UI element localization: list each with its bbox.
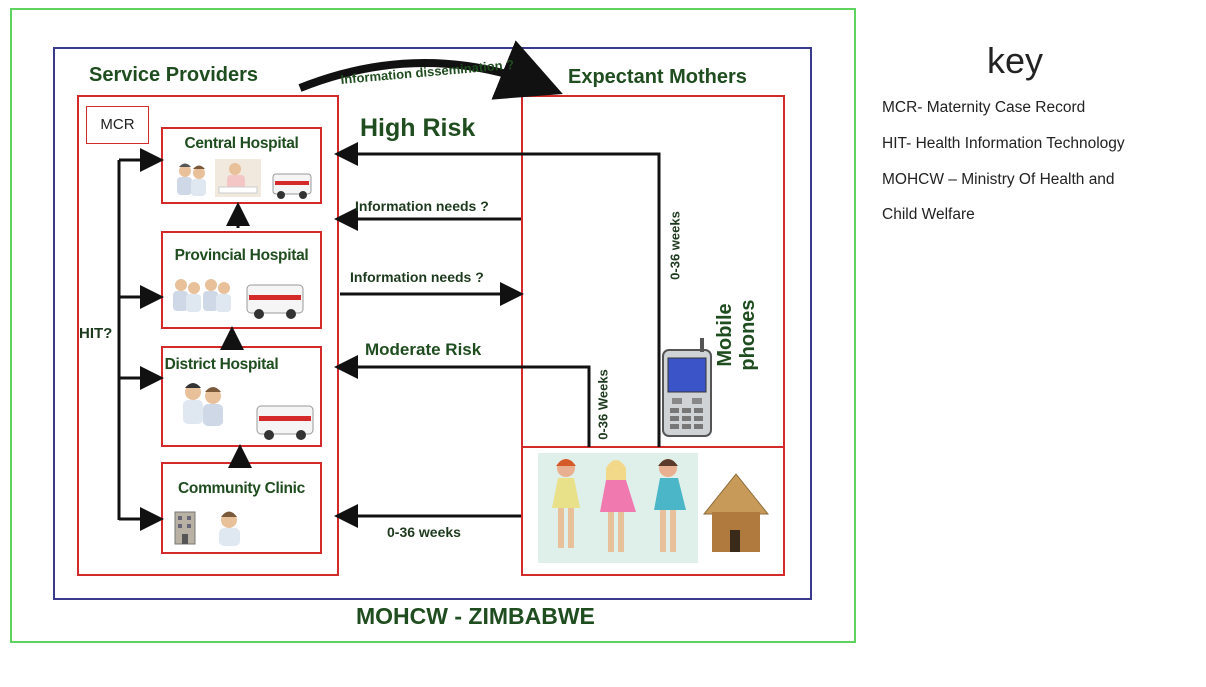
nurse-icon — [215, 159, 261, 197]
central-hospital-label: Central Hospital — [184, 135, 299, 152]
district-hospital-icons — [183, 383, 314, 440]
outer-frame — [10, 8, 856, 643]
key-title: key — [987, 40, 1044, 81]
district-hospital-box: District Hospital — [161, 346, 322, 447]
information-needs-label-1: Information needs ? — [355, 198, 489, 214]
nurse-icon — [219, 511, 240, 546]
information-needs-label-2: Information needs ? — [350, 269, 484, 285]
community-clinic-box: Community Clinic — [161, 462, 322, 554]
provincial-hospital-box: Provincial Hospital — [161, 231, 322, 329]
service-providers-title: Service Providers — [89, 64, 258, 86]
community-clinic-label: Community Clinic — [178, 480, 305, 497]
ambulance-icon — [246, 284, 304, 319]
district-hospital-label: District Hospital — [164, 356, 279, 373]
service-providers-box — [77, 95, 339, 576]
weeks-vertical-left-label: 0-36 Weeks — [595, 369, 611, 440]
footer-title: MOHCW - ZIMBABWE — [356, 603, 595, 629]
moderate-risk-label: Moderate Risk — [365, 340, 482, 359]
ambulance-icon — [256, 405, 314, 440]
doctors-icon — [173, 279, 231, 312]
key-line-mcr: MCR- Maternity Case Record — [882, 99, 1086, 116]
community-clinic-icons — [174, 511, 240, 546]
weeks-vertical-right-label: 0-36 weeks — [667, 211, 683, 280]
doctors-icon — [183, 383, 223, 426]
doctors-icon — [177, 163, 206, 196]
ambulance-icon — [272, 173, 312, 199]
inner-frame — [53, 47, 812, 600]
key-line-hit: HIT- Health Information Technology — [882, 135, 1125, 152]
central-hospital-box: Central Hospital — [161, 127, 322, 204]
clinic-building-icon — [174, 511, 196, 545]
weeks-bottom-label: 0-36 weeks — [387, 524, 461, 540]
key-line-mohcw: MOHCW – Ministry Of Health and — [882, 171, 1115, 188]
expectant-mothers-title: Expectant Mothers — [568, 66, 747, 88]
mobile-phones-label: Mobile phones — [714, 299, 759, 371]
provincial-hospital-label: Provincial Hospital — [174, 247, 309, 264]
central-hospital-icons — [177, 159, 312, 199]
key-line-mohcw-cont: Child Welfare — [882, 206, 975, 223]
mothers-image-box — [521, 446, 785, 576]
high-risk-label: High Risk — [360, 114, 476, 142]
provincial-hospital-icons — [173, 279, 304, 319]
mcr-label: MCR — [100, 116, 135, 133]
hit-label: HIT? — [79, 325, 113, 342]
mcr-box: MCR — [86, 106, 149, 144]
